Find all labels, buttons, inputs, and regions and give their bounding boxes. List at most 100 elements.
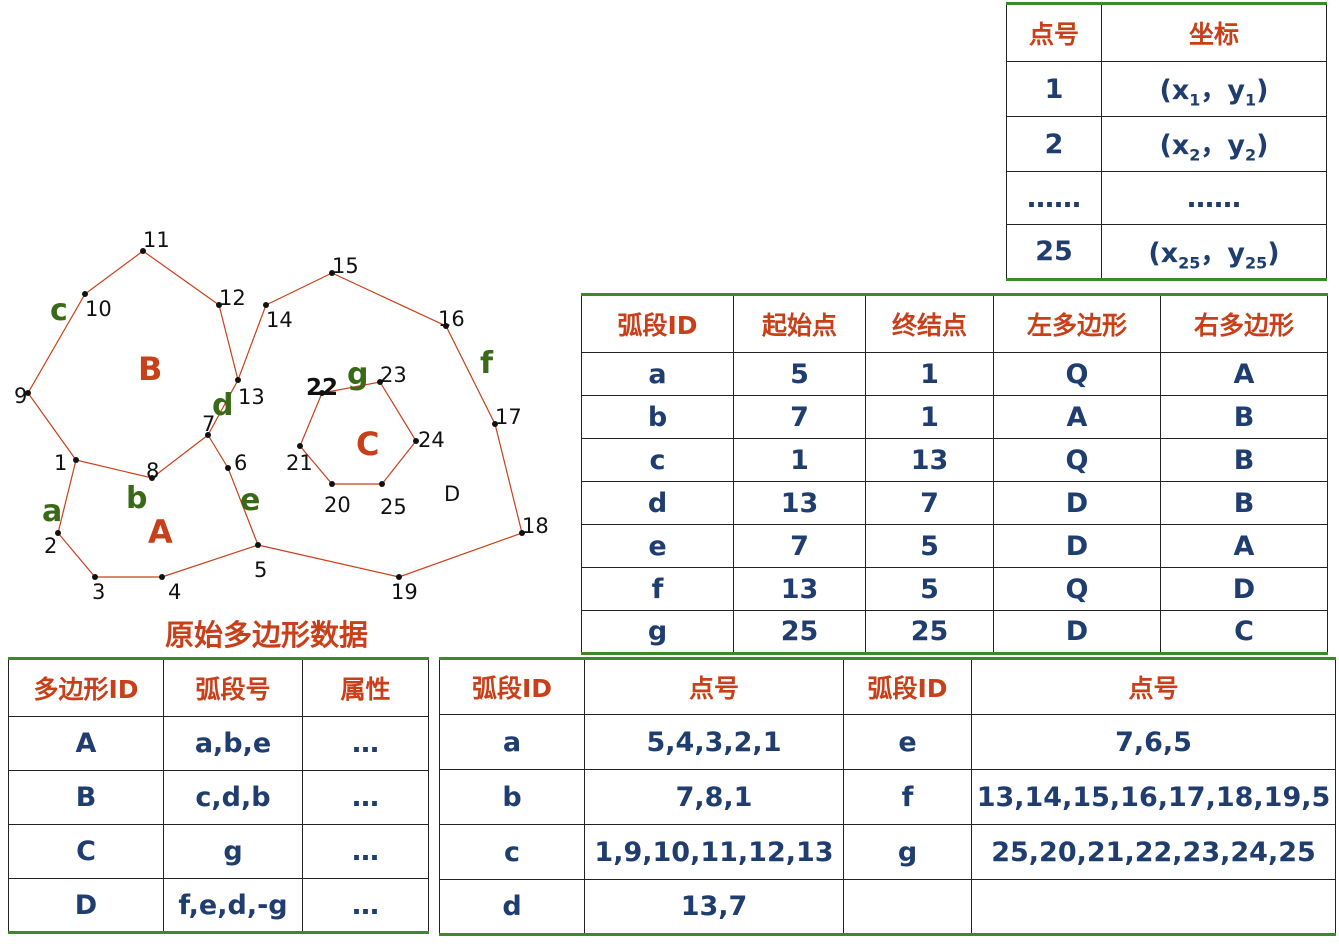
table-row: d 13,7 [439,879,1336,935]
table-cell: 7 [733,395,866,439]
table-cell: D [8,878,164,933]
point-label: 9 [14,384,27,408]
point-marker [149,475,155,481]
arc-line-f [237,272,523,578]
point-markers [25,248,525,580]
table-cell: … [302,716,429,771]
point-marker [443,323,449,329]
table-cell: e [581,524,734,568]
table-cell: Q [993,438,1161,482]
coord-table: 点号 坐标 1 (x1，y1) 2 (x2，y2) …… …… 25 (x25，… [1006,2,1327,281]
point-label: 15 [332,254,359,278]
arc-header-end: 终结点 [865,294,994,353]
table-cell: C [8,824,164,879]
table-cell: A [993,395,1161,439]
table-cell: … [302,824,429,879]
table-row: c 1,9,10,11,12,13 g 25,20,21,22,23,24,25 [439,824,1336,880]
coord-cell-value: (x1，y1) [1101,61,1327,117]
coord-header-point: 点号 [1006,3,1102,62]
point-label: 11 [143,228,170,252]
table-cell: 13 [733,481,866,525]
table-cell: d [581,481,734,525]
point-marker [205,432,211,438]
point-label: 17 [495,405,522,429]
arc-label-b: b [126,481,147,516]
table-row: g 25 25 D C [581,610,1328,654]
point-label: 24 [418,428,445,452]
arc-points-table: 弧段ID 点号 弧段ID 点号 a 5,4,3,2,1 e 7,6,5 b 7,… [439,657,1336,936]
table-cell: 7,8,1 [584,769,844,825]
table-cell: 13 [733,567,866,611]
coord-cell-point: 2 [1006,116,1102,172]
point-marker [235,377,241,383]
arc-label-f: f [480,346,494,381]
table-cell: g [581,610,734,654]
table-row: A a,b,e … [8,716,429,771]
arc-header-right: 右多边形 [1160,294,1328,353]
point-marker [263,302,269,308]
table-cell: 1 [865,395,994,439]
polygon-label-B: B [138,350,162,388]
table-cell: b [581,395,734,439]
polygon-label-D: D [444,482,460,506]
arc-label-a: a [42,494,62,529]
table-cell: c [439,824,585,880]
point-marker [82,291,88,297]
table-cell: D [993,610,1161,654]
point-marker [159,574,165,580]
arc-line-b [75,434,209,479]
table-cell: f [581,567,734,611]
table-cell: f [843,769,972,825]
polygon-label-C: C [356,425,379,463]
table-row: c 1 13 Q B [581,438,1328,482]
table-row: b 7,8,1 f 13,14,15,16,17,18,19,5 [439,769,1336,825]
arc-label-d: d [212,388,233,423]
table-cell: 1 [733,438,866,482]
point-marker [377,379,383,385]
point-label: 2 [44,534,57,558]
point-marker [413,438,419,444]
point-marker [55,530,61,536]
point-label: 23 [380,363,407,387]
point-label: 8 [146,459,159,483]
polygon-label-A: A [148,513,173,551]
table-row: a 5 1 Q A [581,352,1328,396]
table-cell: 5,4,3,2,1 [584,714,844,770]
table-cell: 7 [733,524,866,568]
point-label: 3 [92,580,105,604]
table-cell: g [843,824,972,880]
table-cell: 25 [865,610,994,654]
table-cell [971,879,1336,935]
arc-points-header-id-2: 弧段ID [843,658,972,715]
arc-points-header-points-2: 点号 [971,658,1336,715]
arc-points-header-points: 点号 [584,658,844,715]
arc-label-e: e [240,483,260,518]
table-row: a 5,4,3,2,1 e 7,6,5 [439,714,1336,770]
polygon-labels: A B C D [138,350,460,551]
table-cell: a,b,e [163,716,303,771]
table-cell: d [439,879,585,935]
table-row: e 7 5 D A [581,524,1328,568]
table-cell: B [1160,481,1328,525]
point-marker [519,530,525,536]
point-label: 4 [168,580,181,604]
arc-label-g: g [347,357,368,392]
point-label: 25 [380,495,407,519]
polygon-table: 多边形ID 弧段号 属性 A a,b,e … B c,d,b … C g … D… [8,657,429,934]
point-label: 20 [324,493,351,517]
point-label: 18 [522,514,549,538]
table-cell: 5 [865,567,994,611]
polygon-header-id: 多边形ID [8,658,164,717]
point-label: 14 [266,308,293,332]
table-cell: A [1160,524,1328,568]
table-row: b 7 1 A B [581,395,1328,439]
coord-cell-value: …… [1101,171,1327,225]
point-label: 10 [85,297,112,321]
coord-header-coord: 坐标 [1101,3,1327,62]
table-cell: 1,9,10,11,12,13 [584,824,844,880]
table-cell: B [8,770,164,825]
point-marker [379,481,385,487]
table-cell: 13 [865,438,994,482]
